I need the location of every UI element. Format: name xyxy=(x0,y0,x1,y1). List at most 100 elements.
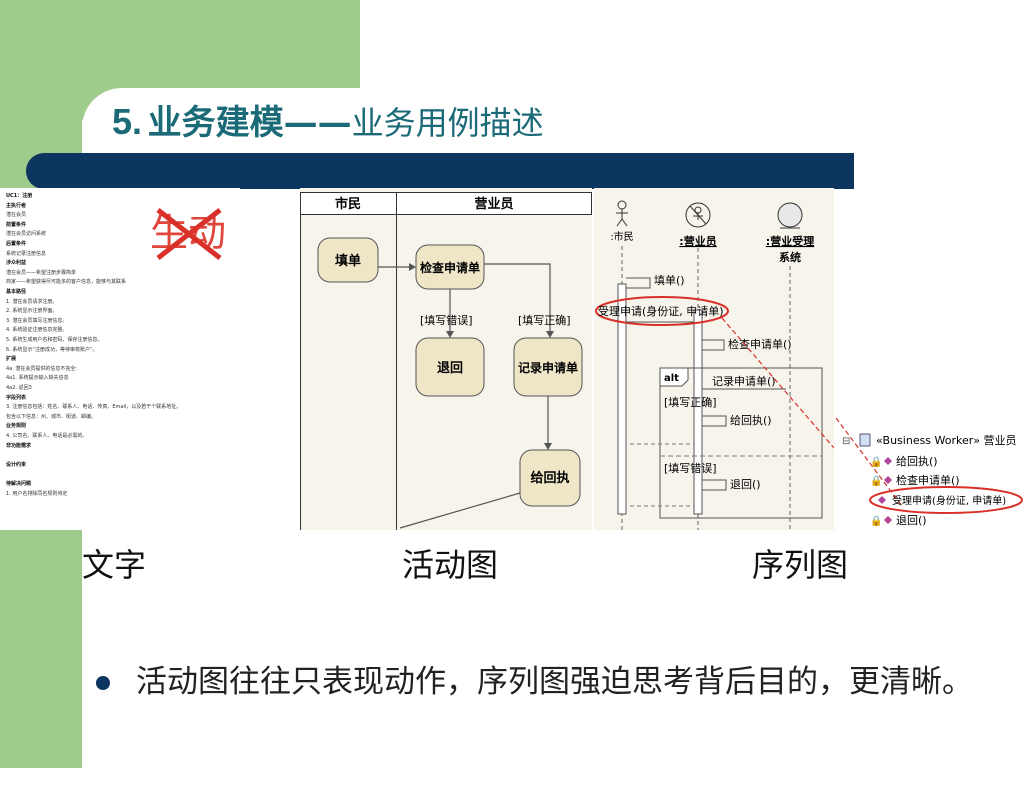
usecase-line: 待解决问题 xyxy=(6,481,32,487)
operation-icon xyxy=(884,516,892,524)
usecase-line: 4a2. 返回3 xyxy=(6,385,32,391)
usecase-line: UC1：注册 xyxy=(6,193,33,199)
usecase-line: 3. 注册信息包括：姓名、联系人、电话、传真、Email，以及若干个联系地址。 xyxy=(6,404,182,411)
highlight-connector-end xyxy=(836,418,903,507)
sequence-bg xyxy=(594,188,834,530)
op-4: 退回() xyxy=(896,514,927,527)
class-operations-panel: ⊟ «Business Worker» 营业员 🔒 给回执() 🔒 检查申请单(… xyxy=(836,418,1024,534)
caption-sequence: 序列图 xyxy=(752,546,849,584)
msg-fill: 填单() xyxy=(654,273,685,287)
msg-record: 记录申请单() xyxy=(712,375,776,388)
sequence-svg: :市民 :营业员 :营业受理 系统 填单() 受理申请(身份证, 申请单) 检查 xyxy=(594,188,834,530)
usecase-line: 业务规则 xyxy=(6,423,27,430)
op-row-3: 受理申请(身份证, 申请单) xyxy=(878,494,1006,507)
lane-header-right xyxy=(396,192,592,215)
usecase-line: 6. 系统显示“注册成功，等待审核账户”。 xyxy=(6,346,98,353)
self-call-receipt xyxy=(702,415,727,427)
seq-guard-right: [填写正确] xyxy=(664,395,717,409)
alt-tab xyxy=(659,367,689,387)
usecase-line: 主执行者 xyxy=(6,202,27,209)
msg-accept: 受理申请(身份证, 申请单) xyxy=(598,304,724,318)
guard-right: [填写正确] xyxy=(518,313,571,327)
lock-icon: 🔒 xyxy=(870,515,882,527)
self-call-back xyxy=(702,479,727,491)
op-row-2: 🔒 检查申请单() xyxy=(870,473,960,487)
usecase-line: 字段列表 xyxy=(6,394,27,401)
usecase-line: 2. 系统显示注册界面。 xyxy=(6,308,58,315)
actor-clerk: :营业员 xyxy=(679,234,716,248)
usecase-line: 前置条件 xyxy=(6,221,27,228)
activation-citizen xyxy=(617,283,627,515)
node-receipt-label: 给回执 xyxy=(530,470,569,486)
alt-frame xyxy=(659,367,823,519)
msg-back: 退回() xyxy=(730,478,761,491)
usecase-line: 非功能需求 xyxy=(6,442,32,449)
activation-clerk xyxy=(693,309,703,515)
slide-title: 5. 业务建模——业务用例描述 xyxy=(112,92,544,152)
guard-wrong: [填写错误] xyxy=(420,313,473,327)
operation-icon xyxy=(884,476,892,484)
usecase-line: 基本路径 xyxy=(6,289,27,295)
usecase-line: 5. 系统生成用户名和密码，保存注册信息。 xyxy=(6,337,103,343)
title-dash: —— xyxy=(283,103,352,143)
usecase-line: 1. 潜在会员请求注册。 xyxy=(6,298,58,305)
text-usecase-panel: UC1：注册主执行者 潜在会员前置条件 潜在会员访问系统后置条件 系统记录注册信… xyxy=(0,188,240,530)
node-back-label: 退回 xyxy=(437,361,463,376)
op-row-1: 🔒 给回执() xyxy=(870,454,938,468)
usecase-line: 潜在会员——希望注册步骤简单 xyxy=(6,269,77,276)
operation-icon xyxy=(884,457,892,465)
lane-left-label: 市民 xyxy=(335,196,361,212)
usecase-line: 3. 潜在会员填写注册信息。 xyxy=(6,317,68,324)
self-call-check xyxy=(702,339,725,351)
actor-system-1: :营业受理 xyxy=(766,234,814,248)
usecase-line: 扩展 xyxy=(6,356,17,363)
actor-system-2: 系统 xyxy=(779,250,801,264)
node-check-label: 检查申请单 xyxy=(420,260,480,275)
msg-check: 检查申请单() xyxy=(728,337,792,351)
node-fill-label: 填单 xyxy=(335,253,361,269)
stick-figure-icon xyxy=(616,200,628,227)
title-bar xyxy=(26,153,854,189)
usecase-line: 潜在会员 xyxy=(6,212,27,219)
business-entity-icon xyxy=(777,202,803,229)
bullet-text: 活动图往往只表现动作，序列图强迫思考背后目的，更清晰。 xyxy=(136,664,973,700)
title-number: 5. xyxy=(112,101,143,142)
usecase-line: 4. 系统验证注册信息完整。 xyxy=(6,327,68,334)
op-row-4: 🔒 退回() xyxy=(870,514,927,527)
cross-line-2 xyxy=(156,208,222,260)
caption-activity: 活动图 xyxy=(402,546,499,584)
activity-svg: 市民 营业员 填单 检查申请单 退回 记录申请单 给回执 [填写错误] [填写正… xyxy=(300,188,592,530)
alt-label: alt xyxy=(664,373,679,384)
usecase-line: 潜在会员访问系统 xyxy=(6,231,47,238)
op-2: 检查申请单() xyxy=(896,473,960,487)
op-3: 受理申请(身份证, 申请单) xyxy=(892,494,1006,507)
usecase-line: 包含以下信息：州、城市、街道、邮编。 xyxy=(6,413,97,420)
self-call-fill xyxy=(626,277,651,289)
stamp-graphic: 生动 xyxy=(150,208,226,260)
activity-diagram: 市民 营业员 填单 检查申请单 退回 记录申请单 给回执 [填写错误] [填写正… xyxy=(300,188,592,530)
usecase-line: 后置条件 xyxy=(6,241,27,247)
msg-receipt: 给回执() xyxy=(730,413,772,427)
usecase-line: 系统记录注册信息 xyxy=(6,250,47,257)
lock-icon: 🔒 xyxy=(870,475,882,487)
highlight-ellipse xyxy=(595,296,729,326)
lane-right-label: 营业员 xyxy=(474,196,513,212)
class-name: «Business Worker» 营业员 xyxy=(876,433,1017,447)
actor-citizen: :市民 xyxy=(610,230,633,243)
node-record-label: 记录申请单 xyxy=(518,360,578,375)
title-sub: 业务用例描述 xyxy=(351,104,544,142)
sequence-diagram: :市民 :营业员 :营业受理 系统 填单() 受理申请(身份证, 申请单) 检查 xyxy=(594,188,834,530)
lock-icon: 🔒 xyxy=(870,456,882,468)
operation-icon xyxy=(878,496,886,504)
highlight-connector xyxy=(721,317,834,449)
tree-toggle-icon: ⊟ xyxy=(842,436,850,447)
seq-guard-wrong: [填写错误] xyxy=(664,461,717,475)
node-receipt xyxy=(519,449,581,507)
bullet-icon xyxy=(96,676,110,690)
business-worker-icon xyxy=(685,202,711,228)
usecase-line: 设计约束 xyxy=(6,461,27,468)
highlight-ellipse-op xyxy=(869,486,1023,514)
title-main: 业务建模 xyxy=(147,103,284,143)
usecase-line: 4a. 潜在会员提供的信息不完全： xyxy=(6,365,81,372)
class-svg: ⊟ «Business Worker» 营业员 🔒 给回执() 🔒 检查申请单(… xyxy=(836,418,1023,527)
